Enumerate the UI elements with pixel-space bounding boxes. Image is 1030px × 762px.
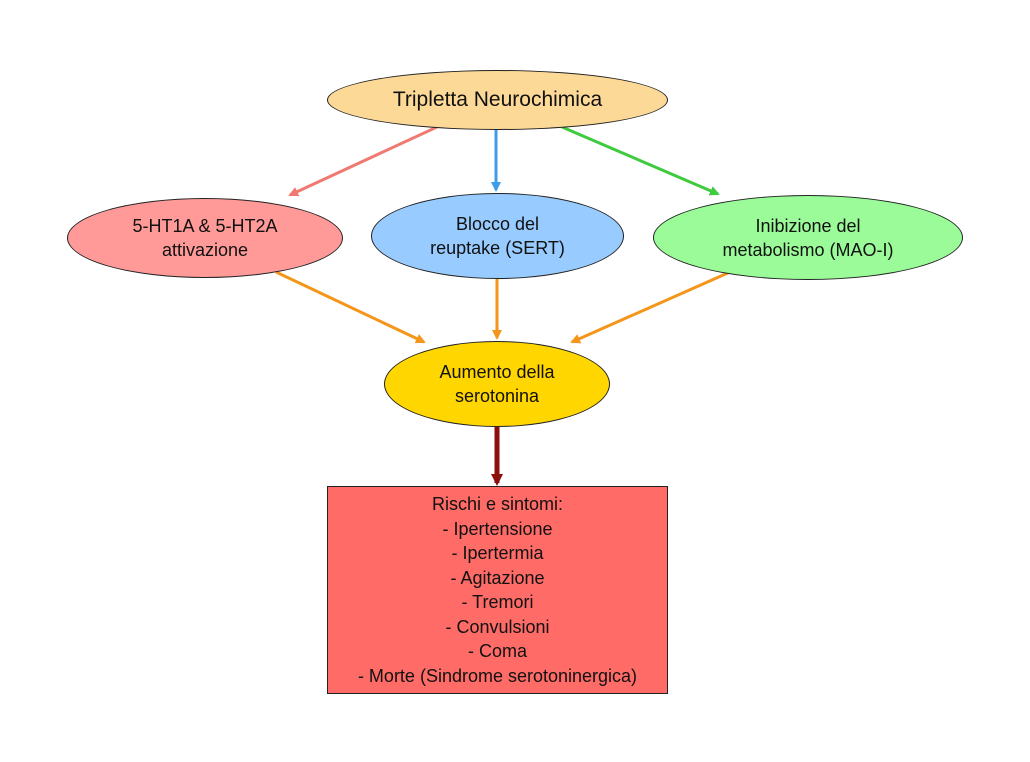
node-risks-and-symptoms: Rischi e sintomi: - Ipertensione - Ipert…	[327, 486, 668, 694]
node-tripletta-neurochimica: Tripletta Neurochimica	[327, 70, 668, 130]
node-reuptake-block: Blocco del reuptake (SERT)	[371, 193, 624, 279]
node-label-line: Aumento della	[439, 362, 555, 382]
risk-item: - Ipertensione	[442, 518, 553, 539]
node-label-line: serotonina	[454, 386, 540, 406]
node-label-line: metabolismo (MAO-I)	[722, 239, 894, 260]
risk-item: - Coma	[467, 641, 527, 661]
node-serotonin-increase: Aumento della serotonina	[384, 341, 610, 427]
node-label: Tripletta Neurochimica	[392, 88, 603, 111]
risk-item: - Tremori	[461, 592, 534, 612]
node-label-line: reuptake (SERT)	[430, 238, 565, 258]
risk-item: - Agitazione	[450, 567, 545, 588]
risk-item: - Ipertermia	[451, 543, 544, 563]
edge-root-to-metabolism	[561, 125, 720, 196]
edge-root-to-receptors	[288, 125, 438, 197]
risk-item: - Convulsioni	[445, 616, 550, 637]
node-label-line: Blocco del	[455, 214, 540, 234]
node-label-line: attivazione	[161, 240, 249, 260]
node-metabolism-inhibition: Inibizione del metabolismo (MAO-I)	[653, 195, 963, 280]
node-label-line: Inibizione del	[755, 215, 861, 236]
node-receptor-activation: 5-HT1A & 5-HT2A attivazione	[67, 198, 343, 278]
risk-item: - Morte (Sindrome serotoninergica)	[357, 665, 638, 686]
edge-metabolism-to-serotonin	[570, 270, 731, 344]
node-label-line: 5-HT1A & 5-HT2A	[132, 216, 278, 236]
edge-receptors-to-serotonin	[275, 270, 426, 344]
risk-title: Rischi e sintomi:	[431, 494, 564, 514]
